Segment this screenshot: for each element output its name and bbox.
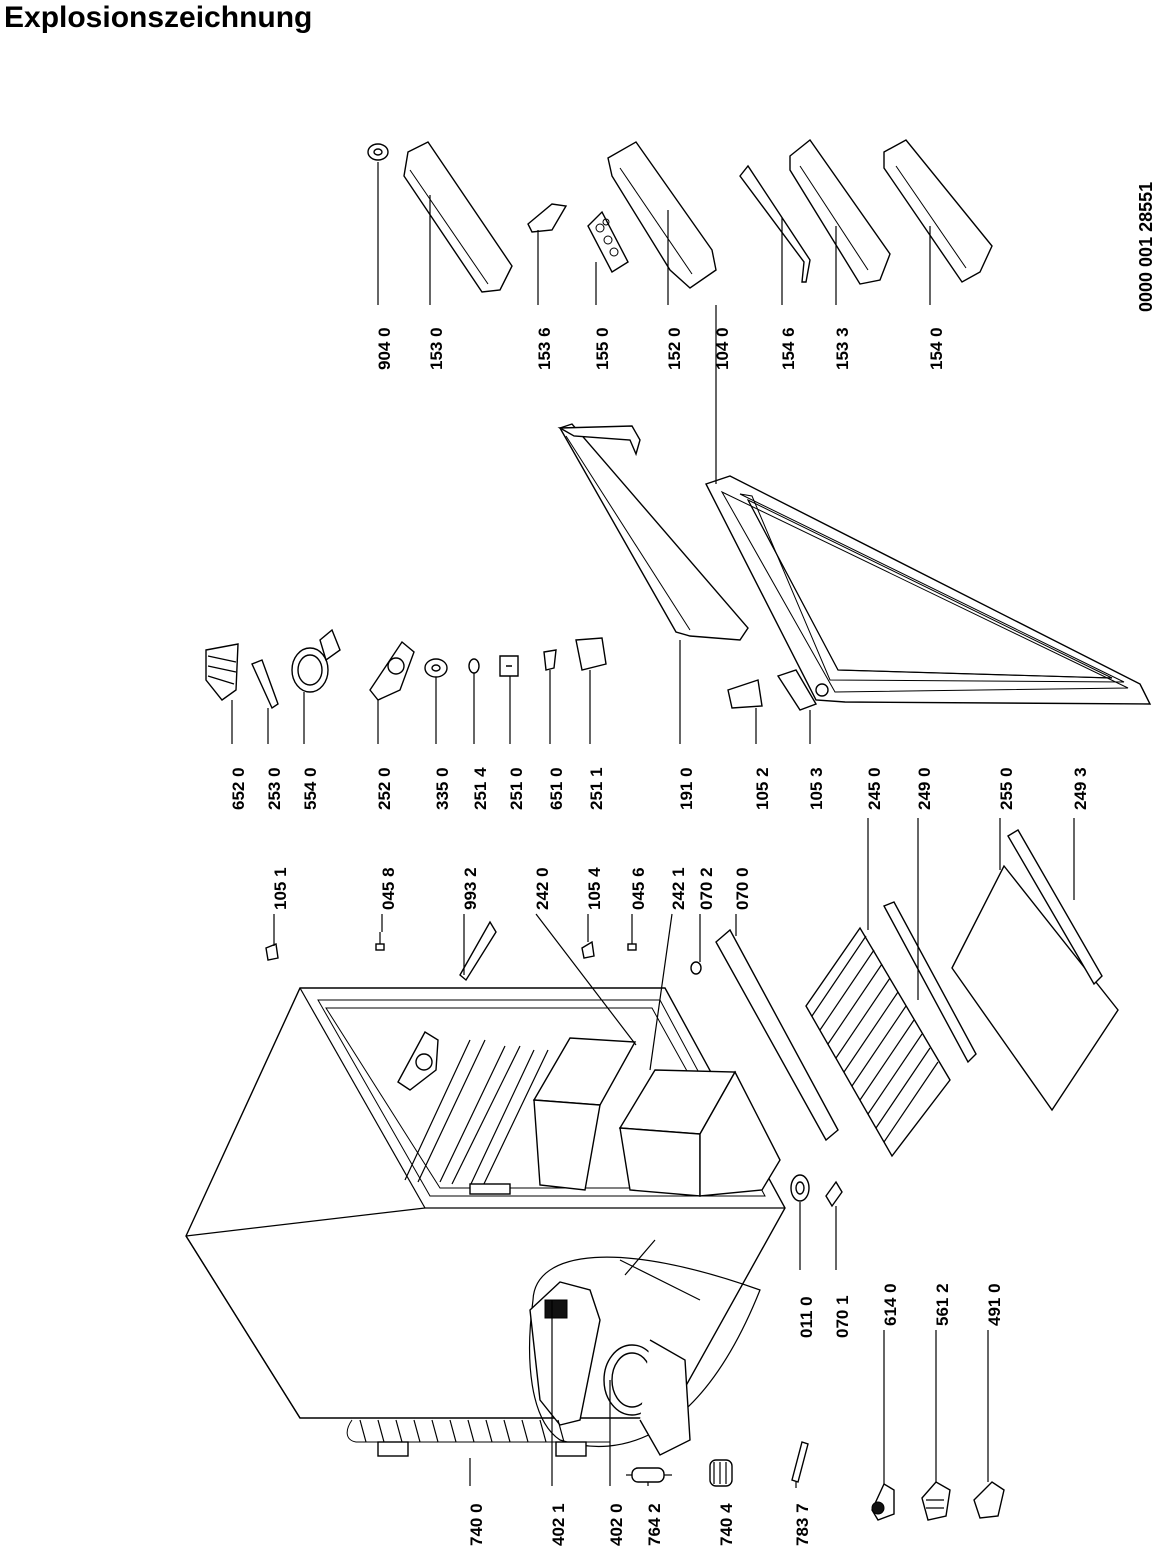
label-904-0: 904 0 [375, 327, 394, 370]
label-105-4: 105 4 [585, 867, 604, 910]
label-249-3: 249 3 [1071, 767, 1090, 810]
label-154-0: 154 0 [927, 327, 946, 370]
label-105-3: 105 3 [807, 767, 826, 810]
label-045-6: 045 6 [629, 867, 648, 910]
label-251-4: 251 4 [471, 767, 490, 810]
fridge-cabinet [185, 987, 786, 1457]
page-title: Explosionszeichnung [4, 1, 313, 34]
label-652-0: 652 0 [229, 767, 248, 810]
shelves [805, 829, 1119, 1158]
label-070-2: 070 2 [697, 867, 716, 910]
label-152-0: 152 0 [665, 327, 684, 370]
label-104-0: 104 0 [713, 327, 732, 370]
label-191-0: 191 0 [677, 767, 696, 810]
label-105-2: 105 2 [753, 767, 772, 810]
label-070-1: 070 1 [833, 1295, 852, 1338]
label-253-0: 253 0 [265, 767, 284, 810]
label-153-0: 153 0 [427, 327, 446, 370]
label-154-6: 154 6 [779, 327, 798, 370]
label-491-0: 491 0 [985, 1283, 1004, 1326]
label-251-0: 251 0 [507, 767, 526, 810]
label-242-1: 242 1 [669, 867, 688, 910]
label-651-0: 651 0 [547, 767, 566, 810]
label-614-0: 614 0 [881, 1283, 900, 1326]
bottom-parts [626, 1441, 1005, 1521]
label-554-0: 554 0 [301, 767, 320, 810]
label-045-8: 045 8 [379, 867, 398, 910]
door-assembly [557, 423, 1152, 705]
label-335-0: 335 0 [433, 767, 452, 810]
label-251-1: 251 1 [587, 767, 606, 810]
label-255-0: 255 0 [997, 767, 1016, 810]
label-783-7: 783 7 [793, 1503, 812, 1546]
label-105-1: 105 1 [271, 867, 290, 910]
part-labels: 904 0 153 0 153 6 155 0 152 0 104 0 154 … [229, 327, 1090, 1546]
label-561-2: 561 2 [933, 1283, 952, 1326]
label-740-0: 740 0 [467, 1503, 486, 1546]
label-740-4: 740 4 [717, 1503, 736, 1546]
label-011-0: 011 0 [797, 1296, 816, 1338]
label-402-1: 402 1 [549, 1503, 568, 1546]
label-070-0: 070 0 [733, 867, 752, 910]
label-245-0: 245 0 [865, 767, 884, 810]
door-parts [367, 138, 993, 293]
label-402-0: 402 0 [607, 1503, 626, 1546]
label-153-6: 153 6 [535, 327, 554, 370]
label-153-3: 153 3 [833, 327, 852, 370]
label-249-0: 249 0 [915, 767, 934, 810]
label-252-0: 252 0 [375, 767, 394, 810]
label-764-2: 764 2 [645, 1503, 664, 1546]
leader-lines [231, 162, 1075, 1488]
label-155-0: 155 0 [593, 327, 612, 370]
document-number: 0000 001 28551 [1136, 182, 1156, 312]
small-parts [205, 628, 843, 1208]
label-993-2: 993 2 [461, 867, 480, 910]
label-242-0: 242 0 [533, 867, 552, 910]
